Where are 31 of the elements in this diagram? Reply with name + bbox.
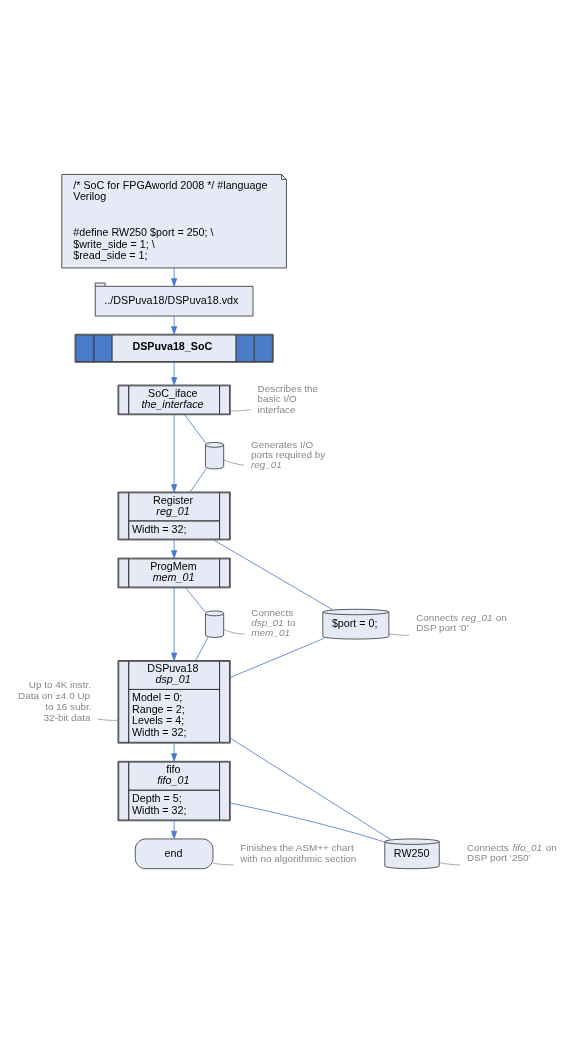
arrow	[171, 315, 178, 335]
arrow	[171, 587, 178, 661]
node-text: Generates I/O ports required by reg_01	[250, 438, 326, 470]
node-text: Connects dsp_01 to mem_01	[251, 607, 296, 639]
connector	[230, 737, 392, 840]
connector	[223, 629, 246, 635]
arrow	[171, 742, 178, 762]
arrow	[171, 539, 178, 559]
connector	[223, 459, 245, 466]
arrow	[171, 820, 178, 840]
node-text: Up to 4K instr. Data on ±4.0 Up to 16 subr. 32-bit data	[18, 679, 92, 723]
connector	[185, 587, 206, 613]
arrow	[171, 267, 178, 287]
connector	[230, 637, 326, 678]
connector	[230, 802, 385, 843]
connector	[438, 862, 461, 866]
connector	[212, 863, 234, 866]
arrow	[171, 414, 178, 493]
node-text: Connects fifo_01 on DSP port ‘250’	[466, 842, 557, 863]
connector	[96, 718, 119, 721]
node-text: Finishes the ASM++ chart with no algorithmic section	[240, 842, 357, 864]
node-text: Connects reg_01 on DSP port ‘0’	[416, 612, 507, 634]
node-box: end	[134, 838, 214, 870]
connector	[189, 467, 207, 493]
connector	[184, 414, 207, 444]
connector	[195, 636, 209, 661]
connector	[388, 633, 410, 636]
node-text: Describes the basic I/O interface	[257, 382, 319, 416]
connector	[230, 409, 252, 412]
arrow	[171, 362, 178, 386]
connector	[213, 539, 333, 610]
